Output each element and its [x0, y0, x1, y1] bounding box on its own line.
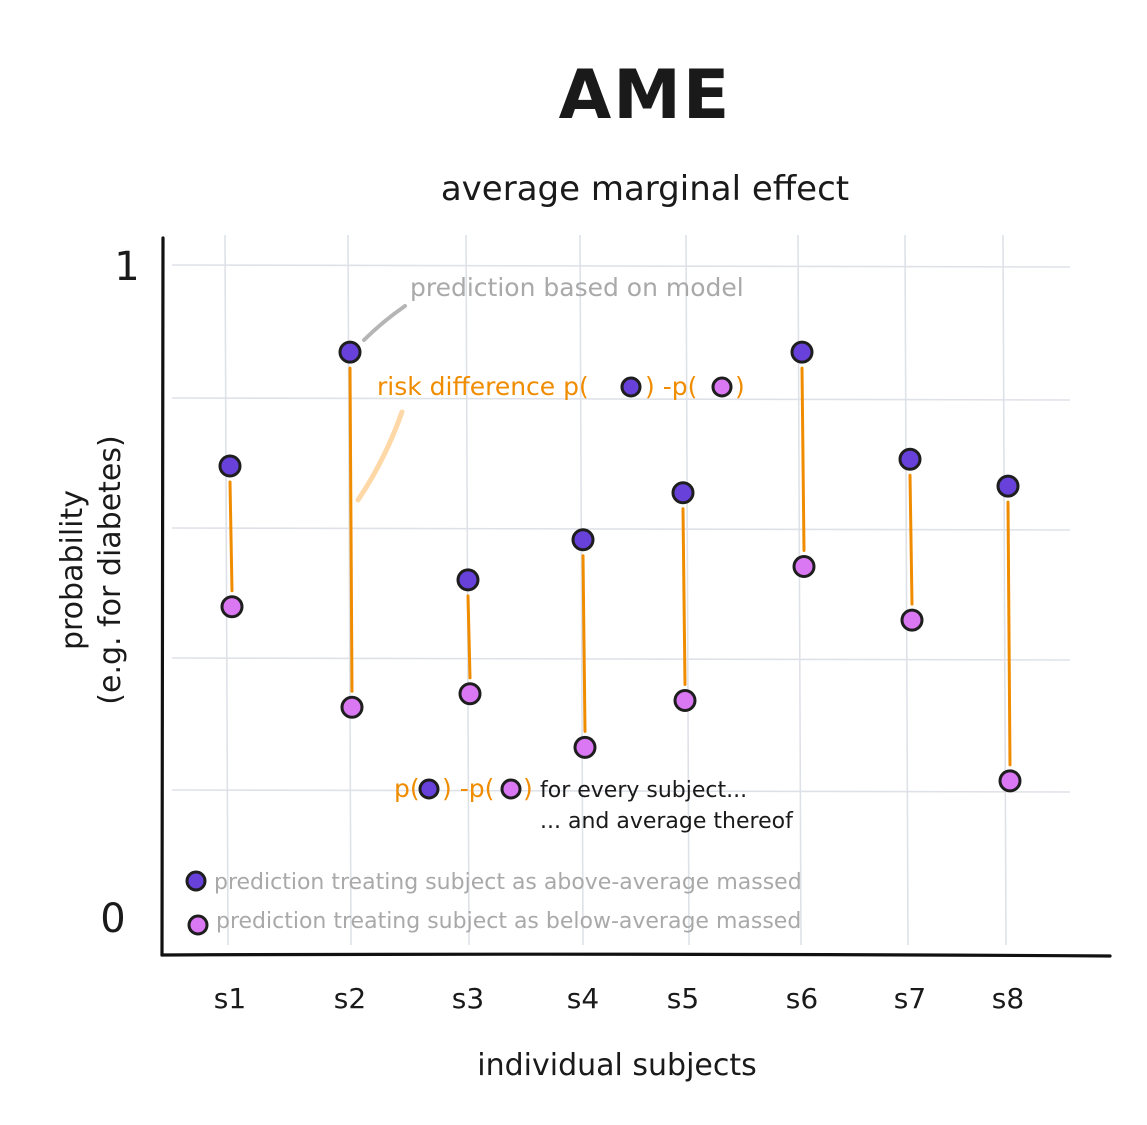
- y-axis-label-line1: probability: [55, 490, 90, 650]
- below-average-point: [998, 769, 1022, 793]
- below-average-point: [900, 608, 924, 632]
- x-tick-label: s5: [667, 982, 699, 1015]
- grid-line-v: [685, 234, 690, 946]
- prediction-pointer: [362, 304, 407, 342]
- risk-formula-close: ): [735, 372, 745, 401]
- below-average-point: [573, 735, 597, 759]
- legend-above-dot: [185, 870, 207, 892]
- x-tick-label: s1: [214, 982, 246, 1015]
- above-average-point: [898, 447, 922, 471]
- below-average-point: [458, 682, 482, 706]
- risk-difference-segment: [681, 507, 687, 686]
- y-tick-label-1: 1: [114, 244, 139, 290]
- data-points: [218, 340, 1022, 793]
- every-subject-note: for every subject...: [540, 778, 747, 803]
- x-tick-label: s8: [992, 982, 1024, 1015]
- below-average-point: [340, 695, 364, 719]
- risk-difference-segment: [908, 473, 914, 606]
- y-axis-label-line2: (e.g. for diabetes): [93, 435, 128, 704]
- x-tick-label: s3: [452, 982, 484, 1015]
- x-axis-line: [160, 952, 1112, 958]
- below-average-point: [792, 555, 816, 578]
- grid-line-h: [171, 397, 1071, 401]
- grid-line-h: [171, 789, 1071, 793]
- grid-line-v: [224, 234, 229, 946]
- legend-below-label: prediction treating subject as below-ave…: [216, 909, 801, 934]
- chart-title: AME: [559, 56, 732, 135]
- y-axis-line: [160, 236, 165, 957]
- risk-difference-segment: [228, 480, 234, 593]
- risk-difference-segment: [1006, 500, 1012, 767]
- risk-pointer: [355, 409, 405, 503]
- x-tick-label: s6: [786, 982, 818, 1015]
- grid-line-h: [171, 264, 1071, 268]
- formula-below-dot: [500, 778, 522, 800]
- above-average-point: [218, 454, 242, 478]
- grid-line-h: [171, 657, 1071, 661]
- below-average-point: [673, 689, 697, 712]
- grid-line-v: [904, 234, 909, 946]
- risk-difference-segments: [228, 366, 1012, 767]
- above-average-point: [996, 474, 1020, 498]
- above-average-point: [456, 568, 480, 592]
- chart-subtitle: average marginal effect: [441, 169, 849, 209]
- risk-label: risk difference: [377, 372, 555, 401]
- formula-p-open: p(: [394, 774, 420, 803]
- x-axis-label: individual subjects: [477, 1048, 757, 1083]
- risk-difference-segment: [800, 366, 806, 552]
- x-tick-label: s4: [567, 982, 599, 1015]
- grid-line-h: [171, 527, 1071, 531]
- formula-above-dot: [418, 778, 440, 800]
- grid-line-v: [579, 234, 584, 946]
- legend-below-dot: [187, 914, 209, 936]
- formula-close: ): [523, 774, 533, 803]
- grid: [171, 234, 1071, 946]
- formula-minus: ) -p(: [442, 774, 494, 803]
- above-average-point: [671, 481, 695, 505]
- risk-difference-annotation: risk difference p(: [377, 372, 589, 401]
- legend: prediction treating subject as above-ave…: [185, 870, 802, 936]
- x-ticks: s1 s2 s3 s4 s5 s6 s7 s8: [214, 982, 1024, 1015]
- risk-difference-segment: [466, 594, 472, 680]
- y-tick-label-0: 0: [100, 896, 125, 942]
- risk-difference-segment: [348, 366, 354, 693]
- average-thereof-note: ... and average thereof: [540, 809, 794, 834]
- risk-formula-above-dot: [620, 376, 642, 398]
- y-axis-label: probability (e.g. for diabetes): [55, 435, 128, 704]
- risk-formula-minus: ) -p(: [645, 372, 697, 401]
- above-average-point: [790, 340, 814, 364]
- risk-difference-segment: [581, 554, 587, 733]
- grid-line-v: [1002, 234, 1007, 946]
- below-average-point: [220, 595, 244, 619]
- above-average-point: [338, 340, 362, 364]
- above-average-point: [571, 528, 595, 552]
- risk-formula-open: p(: [563, 372, 589, 401]
- x-tick-label: s2: [334, 982, 366, 1015]
- legend-above-label: prediction treating subject as above-ave…: [214, 870, 802, 895]
- risk-formula-below-dot: [711, 376, 733, 398]
- prediction-annotation: prediction based on model: [410, 273, 744, 302]
- x-tick-label: s7: [894, 982, 926, 1015]
